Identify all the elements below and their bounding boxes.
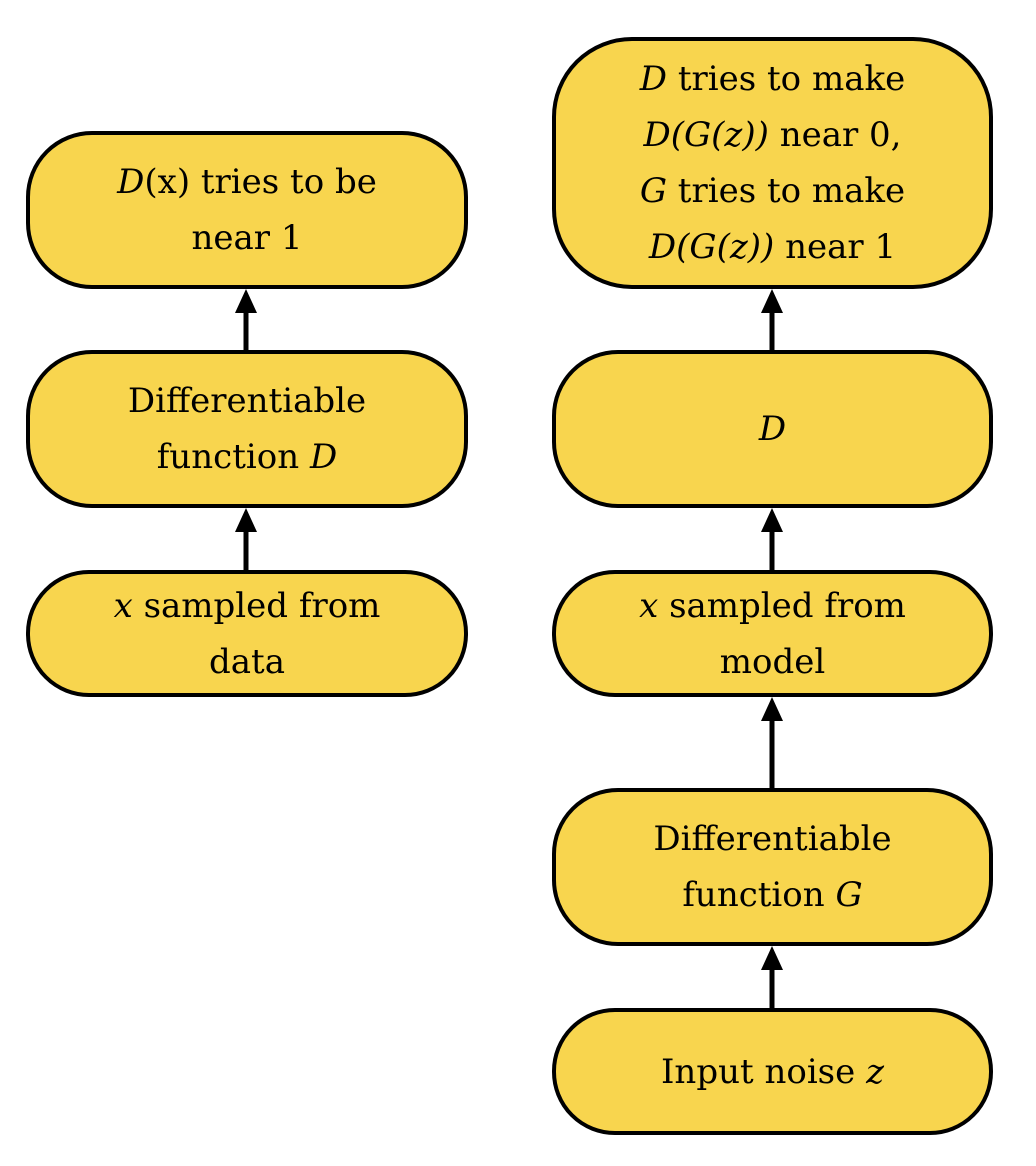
arrow-right-noise-to-generator <box>761 946 783 1008</box>
left-discriminator-node: Differentiable function D <box>26 350 468 508</box>
node-line: D(x) tries to be <box>117 162 377 202</box>
node-line: data <box>209 641 285 682</box>
arrow-right-sample-to-discriminator <box>761 508 783 570</box>
node-line: Differentiable <box>127 381 367 421</box>
node-line: Differentiable <box>653 819 892 859</box>
node-line: near 1 <box>191 218 303 258</box>
right-model-sample-node: x sampled from model <box>552 570 993 697</box>
arrow-right-discriminator-to-objective <box>761 289 783 350</box>
node-line: x sampled from <box>639 585 906 626</box>
node-line: D tries to make <box>639 59 906 99</box>
node-line: Input noise z <box>660 1051 884 1092</box>
right-generator-node: Differentiable function G <box>552 788 993 946</box>
right-objective-node: D tries to make D(G(z)) near 0, G tries … <box>552 37 993 289</box>
left-objective-node: D(x) tries to be near 1 <box>26 131 468 289</box>
left-data-sample-node: x sampled from data <box>26 570 468 697</box>
arrow-right-generator-to-sample <box>761 697 783 788</box>
node-line: D(G(z)) near 1 <box>648 227 897 267</box>
node-line: D(G(z)) near 0, <box>643 115 902 155</box>
arrow-left-discriminator-to-objective <box>235 289 257 350</box>
node-line: function D <box>156 437 338 477</box>
node-line: G tries to make <box>639 171 906 211</box>
arrow-left-sample-to-discriminator <box>235 508 257 570</box>
node-line: model <box>719 641 826 682</box>
node-line: x sampled from <box>113 585 381 626</box>
node-line: function G <box>682 875 863 915</box>
right-input-noise-node: Input noise z <box>552 1008 993 1135</box>
node-line: D <box>758 409 787 449</box>
right-discriminator-node: D <box>552 350 993 508</box>
